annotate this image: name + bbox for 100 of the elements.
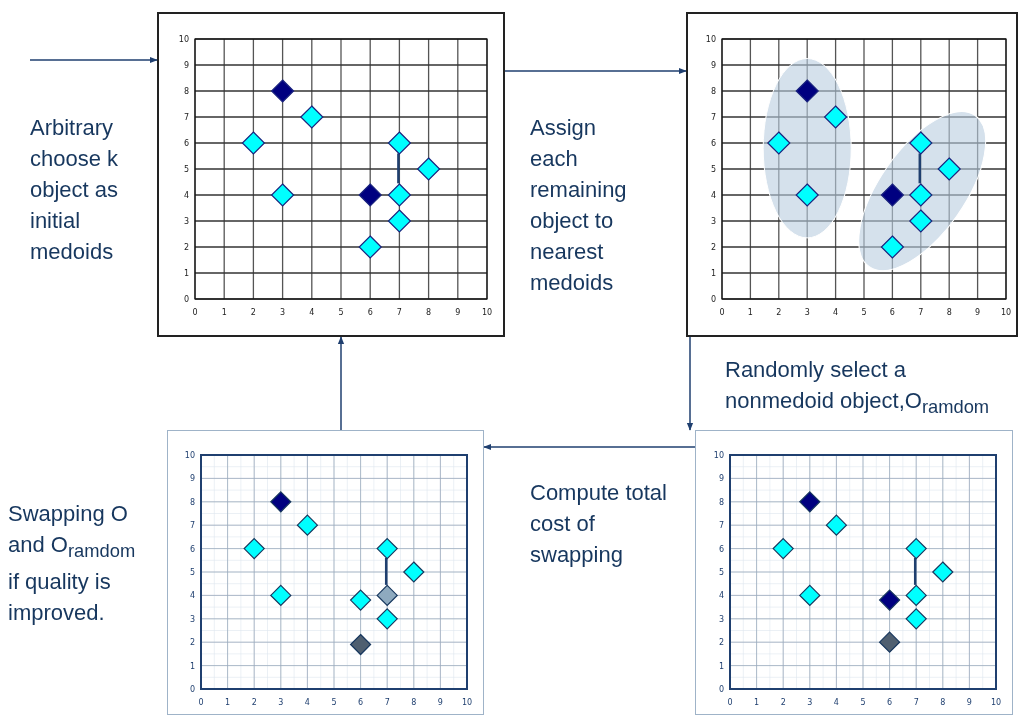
tick-label: 5 — [189, 568, 195, 577]
arrow — [483, 443, 696, 451]
tick-label: 3 — [804, 308, 810, 317]
tick-label: 7 — [918, 308, 924, 317]
tick-label: 1 — [183, 269, 189, 278]
tick-label: 9 — [189, 474, 195, 484]
tick-label: 2 — [780, 698, 786, 707]
tick-label: 6 — [710, 139, 716, 148]
tick-label: 1 — [710, 269, 716, 278]
tick-label: 1 — [225, 698, 231, 707]
tick-label: 2 — [189, 638, 195, 648]
tick-label: 4 — [833, 308, 839, 317]
tick-label: 1 — [221, 308, 227, 317]
tick-label: 9 — [718, 474, 724, 484]
tick-label: 7 — [913, 698, 919, 707]
tick-label: 7 — [189, 521, 195, 531]
tick-label: 5 — [331, 698, 337, 707]
tick-label: 0 — [719, 308, 725, 317]
tick-label: 6 — [887, 698, 893, 707]
tick-label: 9 — [183, 61, 189, 70]
tick-label: 6 — [183, 139, 189, 148]
tick-label: 3 — [189, 614, 195, 624]
tick-label: 8 — [710, 87, 716, 96]
tick-label: 8 — [189, 497, 195, 507]
tick-label: 4 — [309, 308, 315, 317]
tick-label: 9 — [975, 308, 981, 317]
tick-label: 0 — [727, 698, 733, 707]
tick-label: 6 — [367, 308, 373, 317]
tick-label: 10 — [705, 35, 716, 44]
tick-label: 5 — [860, 698, 866, 707]
tick-label: 2 — [250, 308, 256, 317]
tick-label: 8 — [940, 698, 946, 707]
tick-label: 2 — [718, 638, 724, 648]
tick-label: 4 — [183, 191, 189, 200]
tick-label: 9 — [455, 308, 461, 317]
chart-panel — [157, 12, 505, 337]
tick-label: 7 — [384, 698, 390, 707]
chart-panel — [695, 430, 1013, 715]
step-description: Arbitrary choose k object as initial medoids — [30, 114, 120, 266]
tick-label: 10 — [178, 35, 189, 44]
tick-label: 6 — [189, 544, 195, 554]
tick-label: 10 — [461, 698, 473, 707]
tick-label: 4 — [718, 591, 724, 601]
tick-label: 0 — [183, 295, 189, 304]
tick-label: 4 — [710, 191, 716, 200]
arrow — [686, 336, 694, 431]
tick-label: 10 — [481, 308, 493, 317]
tick-label: 7 — [396, 308, 402, 317]
tick-label: 3 — [280, 308, 286, 317]
tick-label: 9 — [437, 698, 443, 707]
tick-label: 0 — [192, 308, 198, 317]
tick-label: 0 — [189, 685, 195, 694]
tick-label: 9 — [966, 698, 972, 707]
tick-label: 5 — [861, 308, 867, 317]
tick-label: 0 — [718, 685, 724, 694]
tick-label: 1 — [747, 308, 753, 317]
tick-label: 3 — [710, 217, 716, 226]
chart-panel — [167, 430, 484, 715]
tick-label: 1 — [718, 661, 724, 671]
tick-label: 8 — [411, 698, 417, 707]
tick-label: 10 — [184, 451, 195, 460]
tick-label: 2 — [183, 243, 189, 252]
tick-label: 3 — [807, 698, 813, 707]
tick-label: 8 — [426, 308, 432, 317]
tick-label: 1 — [189, 661, 195, 671]
tick-label: 2 — [710, 243, 716, 252]
tick-label: 5 — [183, 165, 189, 174]
tick-label: 8 — [946, 308, 952, 317]
tick-label: 10 — [1000, 308, 1012, 317]
step-description: Compute total cost of swapping — [530, 479, 668, 569]
arrow — [29, 56, 158, 64]
tick-label: 1 — [754, 698, 760, 707]
tick-label: 2 — [251, 698, 257, 707]
tick-label: 3 — [183, 217, 189, 226]
tick-label: 8 — [718, 497, 724, 507]
tick-label: 4 — [304, 698, 310, 707]
arrow — [337, 336, 345, 431]
tick-label: 10 — [990, 698, 1002, 707]
tick-label: 7 — [183, 113, 189, 122]
arrow — [504, 67, 687, 75]
tick-label: 7 — [710, 113, 716, 122]
tick-label: 8 — [183, 87, 189, 96]
tick-label: 4 — [833, 698, 839, 707]
tick-label: 5 — [338, 308, 344, 317]
tick-label: 0 — [710, 295, 716, 304]
step-description: Randomly select a nonmedoid object,O$_{ramdom}$ — [725, 356, 991, 420]
tick-label: 3 — [718, 614, 724, 624]
tick-label: 2 — [776, 308, 782, 317]
tick-label: 0 — [198, 698, 204, 707]
tick-label: 6 — [889, 308, 895, 317]
tick-label: 6 — [358, 698, 364, 707]
step-description: Assign each remaining object to nearest medoids — [530, 114, 628, 297]
tick-label: 5 — [710, 165, 716, 174]
tick-label: 3 — [278, 698, 284, 707]
tick-label: 5 — [718, 568, 724, 577]
step-description: Swapping O and O$_{ramdom}$ if quality is improved. — [8, 500, 137, 628]
tick-label: 4 — [189, 591, 195, 601]
tick-label: 10 — [713, 451, 724, 460]
chart-panel — [686, 12, 1018, 337]
tick-label: 7 — [718, 521, 724, 531]
